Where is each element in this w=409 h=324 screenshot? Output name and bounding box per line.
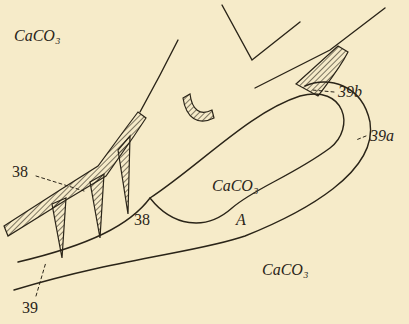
mineral-label: CaCO₃	[14, 28, 60, 44]
passage-wall	[222, 5, 300, 60]
loop-outline	[150, 94, 344, 223]
callout-number: 38	[134, 212, 150, 228]
stalactite	[52, 198, 66, 258]
hatched-deposit	[183, 94, 214, 121]
part-label: A	[236, 212, 246, 228]
callout-number: 39a	[370, 128, 394, 144]
stalactite	[118, 136, 130, 214]
passage-wall	[140, 40, 178, 112]
hatched-wall	[4, 112, 146, 236]
mineral-label: CaCO₃	[262, 262, 308, 278]
mineral-label: CaCO₃	[212, 178, 258, 194]
callout-number: 38	[12, 164, 28, 180]
leader-line	[356, 136, 366, 140]
leader-line	[36, 262, 46, 296]
stalactite	[90, 174, 104, 238]
callout-number: 39b	[338, 84, 362, 100]
callout-number: 39	[22, 300, 38, 316]
